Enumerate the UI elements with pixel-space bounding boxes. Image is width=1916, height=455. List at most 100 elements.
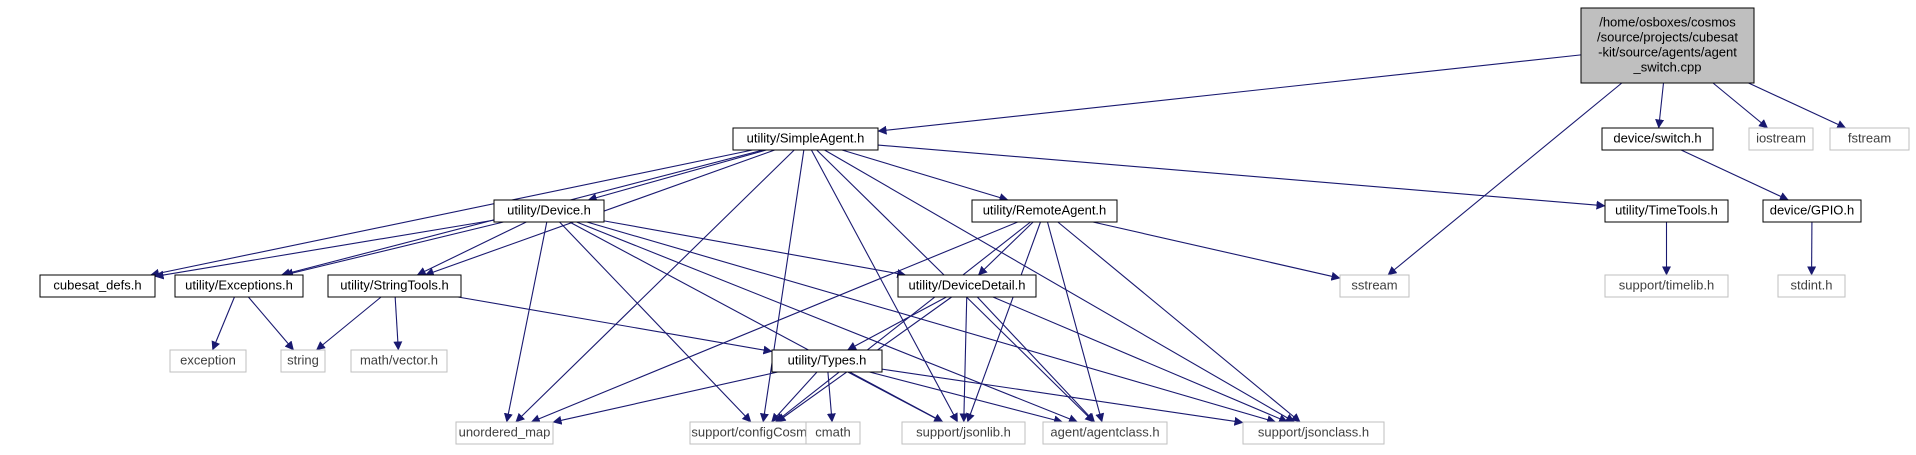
node-devicedetail[interactable]: utility/DeviceDetail.h: [897, 274, 1037, 298]
edge-device-to-cubesatdefs: [154, 219, 495, 280]
edge-simpleagent-to-remoteagent: [841, 149, 1009, 202]
edge-remoteagent-to-sstream: [1092, 221, 1341, 281]
node-label: utility/TimeTools.h: [1615, 202, 1718, 217]
edge-types-to-configcosmos: [771, 371, 818, 423]
node-stringtools[interactable]: utility/StringTools.h: [327, 274, 462, 298]
nodes-layer: /home/osboxes/cosmos/source/projects/cub…: [39, 7, 1910, 445]
node-label: agent/agentclass.h: [1050, 424, 1159, 439]
edge-remoteagent-to-devicedetail: [977, 221, 1034, 276]
node-root[interactable]: /home/osboxes/cosmos/source/projects/cub…: [1580, 7, 1755, 84]
edge-exceptions-to-exception: [211, 296, 235, 351]
node-box: [1777, 274, 1846, 298]
node-device[interactable]: utility/Device.h: [493, 199, 605, 223]
node-mathvector[interactable]: math/vector.h: [350, 349, 448, 373]
node-box: [771, 349, 883, 373]
edge-root-to-iostream: [1712, 82, 1768, 129]
node-unorderedmap[interactable]: unordered_map: [455, 421, 554, 445]
node-iostream[interactable]: iostream: [1748, 127, 1814, 151]
node-timetools[interactable]: utility/TimeTools.h: [1604, 199, 1729, 223]
node-label: utility/StringTools.h: [340, 277, 448, 292]
edge-devicedetail-to-types: [847, 296, 947, 351]
node-label: /home/osboxes/cosmos: [1599, 14, 1736, 29]
node-simpleagent[interactable]: utility/SimpleAgent.h: [732, 127, 879, 151]
node-switch[interactable]: device/switch.h: [1601, 127, 1714, 151]
node-gpio[interactable]: device/GPIO.h: [1762, 199, 1862, 223]
node-label: utility/Exceptions.h: [185, 277, 293, 292]
node-box: [1339, 274, 1410, 298]
node-label: device/switch.h: [1613, 130, 1701, 145]
node-jsonclass[interactable]: support/jsonclass.h: [1242, 421, 1385, 445]
node-label: utility/RemoteAgent.h: [983, 202, 1107, 217]
node-label: exception: [180, 352, 236, 367]
node-box: [1601, 127, 1714, 151]
node-label: support/jsonclass.h: [1258, 424, 1369, 439]
node-label: utility/DeviceDetail.h: [908, 277, 1025, 292]
node-box: [455, 421, 554, 445]
edge-root-to-sstream: [1387, 82, 1623, 276]
edge-simpleagent-to-device: [587, 149, 767, 203]
node-label: -kit/source/agents/agent: [1598, 44, 1737, 59]
node-agentclass[interactable]: agent/agentclass.h: [1042, 421, 1168, 445]
edge-device-to-stringtools: [416, 221, 527, 276]
node-box: [350, 349, 448, 373]
node-label: utility/SimpleAgent.h: [747, 130, 865, 145]
edge-types-to-jsonlib: [847, 371, 944, 423]
node-label: iostream: [1756, 130, 1806, 145]
node-label: utility/Types.h: [788, 352, 867, 367]
edge-remoteagent-to-jsonclass: [1057, 221, 1301, 423]
node-box: [1829, 127, 1910, 151]
edge-types-to-jsonclass: [881, 368, 1244, 426]
node-box: [169, 349, 247, 373]
edge-remoteagent-to-configcosmos: [775, 221, 1031, 423]
node-box: [732, 127, 879, 151]
edge-root-to-switch: [1655, 82, 1665, 129]
node-box: [1042, 421, 1168, 445]
node-box: [805, 421, 861, 445]
node-label: support/jsonlib.h: [916, 424, 1011, 439]
edge-device-to-unorderedmap: [503, 221, 548, 423]
node-types[interactable]: utility/Types.h: [771, 349, 883, 373]
node-stdint[interactable]: stdint.h: [1777, 274, 1846, 298]
edge-device-to-jsonclass: [586, 221, 1277, 424]
node-label: _switch.cpp: [1633, 59, 1702, 74]
node-label: sstream: [1351, 277, 1397, 292]
node-box: [39, 274, 156, 298]
edge-simpleagent-to-jsonclass: [824, 149, 1295, 423]
node-label: support/timelib.h: [1619, 277, 1714, 292]
node-label: device/GPIO.h: [1770, 202, 1855, 217]
edge-device-to-jsonlib: [569, 221, 944, 423]
edge-simpleagent-to-unorderedmap: [515, 149, 795, 423]
node-jsonlib[interactable]: support/jsonlib.h: [901, 421, 1026, 445]
node-sstream[interactable]: sstream: [1339, 274, 1410, 298]
node-label: utility/Device.h: [507, 202, 591, 217]
node-configcosmos[interactable]: support/configCosmos.h: [689, 421, 834, 445]
edge-device-to-agentclass: [576, 221, 1078, 424]
node-string[interactable]: string: [280, 349, 326, 373]
edge-device-to-exceptions: [284, 221, 504, 278]
edge-device-to-devicedetail: [603, 220, 907, 278]
edge-remoteagent-to-unorderedmap: [530, 221, 1018, 423]
node-label: unordered_map: [459, 424, 551, 439]
node-box: [280, 349, 326, 373]
node-label: math/vector.h: [360, 352, 438, 367]
node-box: [1580, 7, 1755, 84]
node-label: support/configCosmos.h: [691, 424, 831, 439]
node-label: cmath: [815, 424, 850, 439]
edge-switch-to-gpio: [1680, 149, 1789, 201]
node-exceptions[interactable]: utility/Exceptions.h: [174, 274, 304, 298]
node-box: [897, 274, 1037, 298]
edge-types-to-cmath: [826, 371, 836, 423]
node-box: [971, 199, 1118, 223]
node-remoteagent[interactable]: utility/RemoteAgent.h: [971, 199, 1118, 223]
node-timelib[interactable]: support/timelib.h: [1604, 274, 1729, 298]
node-cubesatdefs[interactable]: cubesat_defs.h: [39, 274, 156, 298]
edge-types-to-unorderedmap: [552, 371, 778, 425]
node-exception[interactable]: exception: [169, 349, 247, 373]
node-cmath[interactable]: cmath: [805, 421, 861, 445]
node-box: [1604, 274, 1729, 298]
node-box: [1748, 127, 1814, 151]
node-fstream[interactable]: fstream: [1829, 127, 1910, 151]
edge-types-to-agentclass: [869, 371, 1063, 425]
edge-simpleagent-to-cubesatdefs: [150, 149, 753, 278]
